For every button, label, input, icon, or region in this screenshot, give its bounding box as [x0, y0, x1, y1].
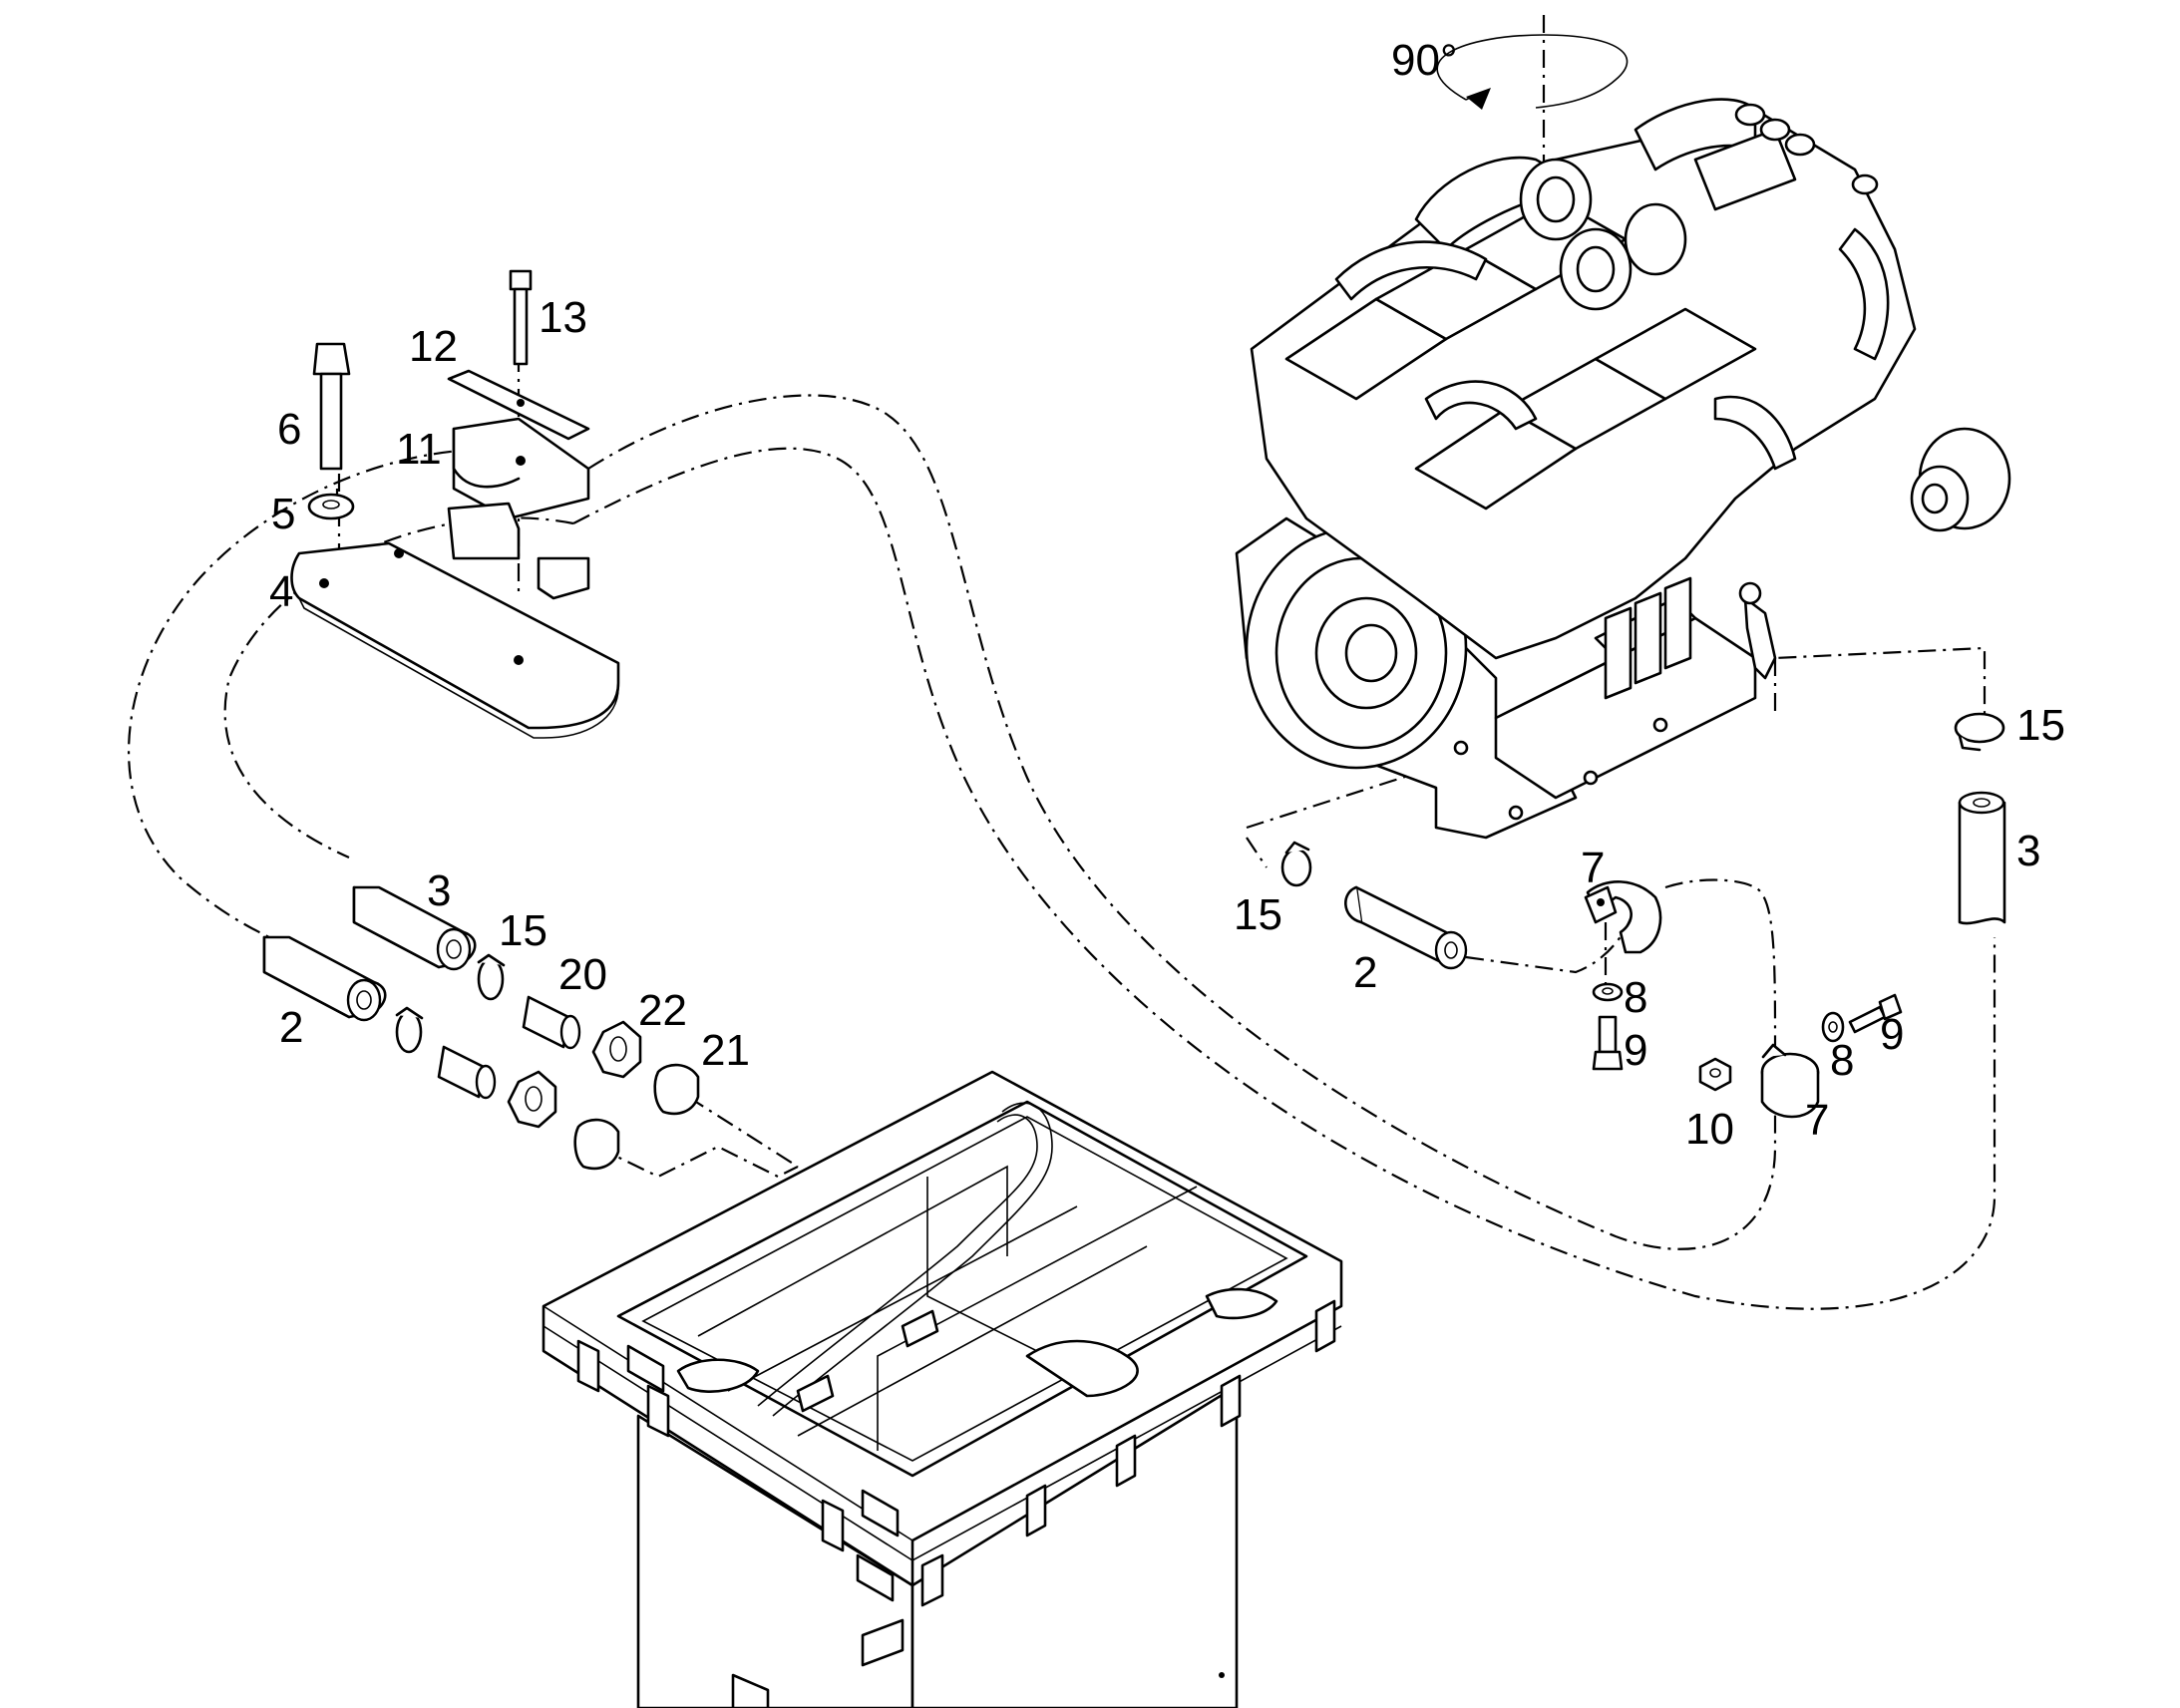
callout-7-upper: 7: [1581, 844, 1605, 892]
callout-8-lower: 8: [1830, 1036, 1854, 1085]
callout-20: 20: [558, 950, 607, 999]
callout-15-left: 15: [499, 906, 547, 955]
callout-13: 13: [539, 293, 587, 342]
p-clamp-7-lower: [1760, 1043, 1820, 1119]
hose-3-right: [1958, 791, 2006, 925]
callout-2-right: 2: [1353, 948, 1377, 997]
adapter-20: [437, 995, 581, 1100]
cap-21: [573, 1063, 700, 1171]
hose-clamp-15-right: [1954, 712, 2005, 752]
bolt-9-lower: [1848, 993, 1903, 1034]
p-clamp-7-upper: [1584, 880, 1662, 954]
rotation-label: 90°: [1391, 36, 1458, 85]
callout-labels: 90° 13 12 6 11 5 4 3 15 20 22 21 2 15 2 …: [269, 36, 2065, 1154]
hose-3-left: [352, 885, 477, 971]
nut-10: [1698, 1057, 1732, 1092]
callout-6: 6: [277, 405, 301, 454]
hose-2-left: [262, 935, 387, 1022]
base-frame: [542, 1070, 1343, 1708]
nut-22: [507, 1020, 642, 1129]
hose-clamp-15-left: [395, 953, 506, 1054]
washer-5: [307, 493, 355, 520]
engine-assembly: [1235, 98, 2011, 840]
bolt-13: [509, 269, 533, 366]
callout-5: 5: [271, 490, 295, 538]
callout-12: 12: [409, 322, 458, 371]
callout-9-upper: 9: [1624, 1026, 1647, 1075]
hose-clamp-15-mid: [1280, 841, 1312, 887]
callout-15-right: 15: [2016, 701, 2065, 750]
callout-2-left: 2: [279, 1003, 303, 1052]
washer-8-lower: [1821, 1011, 1845, 1043]
washer-8-upper: [1592, 982, 1624, 1002]
callout-3-right: 3: [2016, 827, 2040, 875]
bolt-6: [312, 342, 351, 471]
rotation-indicator: [1436, 34, 1629, 110]
clamp-block-11: [447, 417, 590, 600]
callout-4: 4: [269, 567, 293, 616]
callout-9-lower: 9: [1880, 1010, 1904, 1059]
callout-8-upper: 8: [1624, 973, 1647, 1022]
callout-15-mid: 15: [1234, 890, 1282, 939]
callout-21: 21: [701, 1026, 750, 1075]
callout-22: 22: [638, 986, 687, 1035]
callout-10: 10: [1685, 1105, 1734, 1154]
plate-12: [447, 369, 590, 441]
hose-2-right: [1344, 885, 1468, 970]
callout-11: 11: [396, 425, 442, 474]
callout-3-left: 3: [427, 866, 451, 915]
bolt-9-upper: [1592, 1015, 1624, 1071]
callout-7-lower: 7: [1805, 1096, 1829, 1145]
mounting-plate-4: [290, 541, 620, 739]
